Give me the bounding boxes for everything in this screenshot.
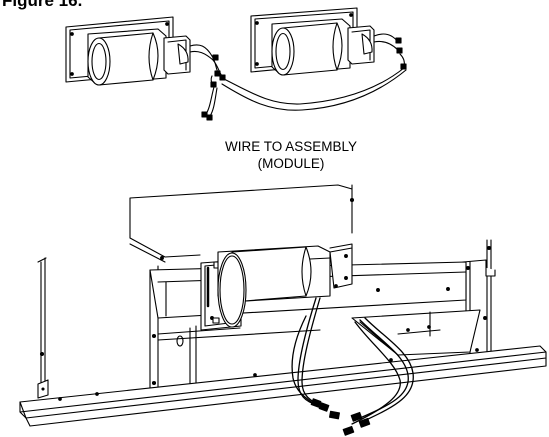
lead-connectors [310, 398, 371, 436]
wire-lead-right [373, 33, 399, 43]
furnace-base-assembly [19, 184, 547, 427]
installed-wire-leads [291, 297, 414, 425]
blower-module-left [65, 16, 226, 121]
motor-box-left [163, 35, 191, 75]
wire-to-assembly-callout: WIRE TO ASSEMBLY (MODULE) [196, 138, 386, 172]
blower-module-right [250, 7, 407, 76]
connecting-wire-harness [210, 67, 407, 111]
callout-line-1: WIRE TO ASSEMBLY [224, 139, 358, 154]
installed-blower-module [200, 243, 353, 331]
motor-box-right [347, 25, 375, 65]
callout-line-2: (MODULE) [257, 156, 325, 171]
figure-label: Figure 16. [2, 0, 83, 10]
wire-lead-left [189, 44, 213, 57]
